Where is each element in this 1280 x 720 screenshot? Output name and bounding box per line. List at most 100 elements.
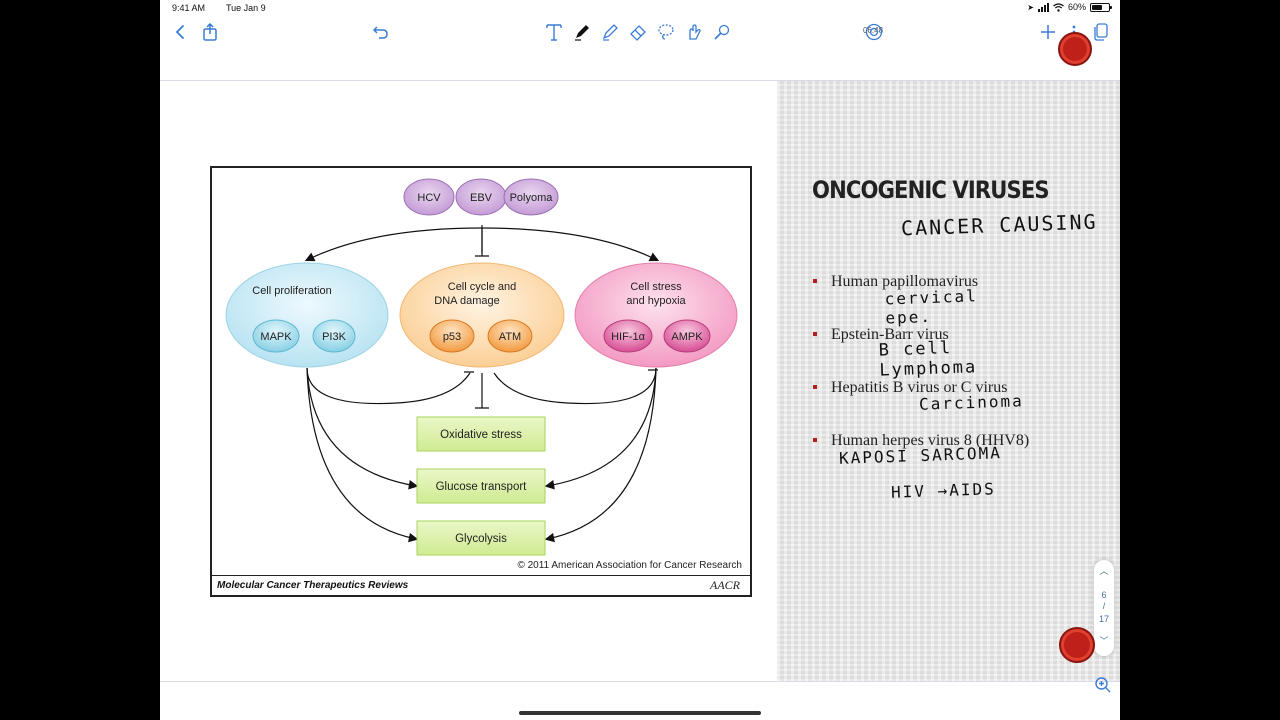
- page-separator: /: [1102, 601, 1106, 611]
- group-2-marker-1: AMPK: [671, 331, 703, 343]
- home-indicator[interactable]: [519, 711, 761, 715]
- handwritten-note: Carcinoma: [918, 391, 1025, 414]
- group-2-label-line-1: and hypoxia: [626, 295, 686, 307]
- status-bar: 9:41 AM Tue Jan 9 ➤ 60%: [160, 0, 1120, 16]
- prolif-to-glycolysis: [306, 367, 419, 543]
- group-cell-proliferation: [225, 262, 389, 368]
- inhibit-bars-upper: [464, 369, 658, 373]
- status-indicators: ➤ 60%: [1027, 2, 1112, 12]
- stress-to-glucose: [544, 367, 657, 490]
- group-0-marker-0: MAPK: [260, 331, 292, 343]
- list-item-text: Hepatitis B virus or C virus: [831, 379, 1008, 396]
- group-2-label-line-0: Cell stress: [630, 281, 682, 293]
- undo-icon[interactable]: [369, 20, 393, 44]
- toolbar: 06:48: [160, 14, 1120, 50]
- pathway-figure: HCV EBV Polyoma Cell proliferation MAPK …: [210, 166, 752, 597]
- process-label-2: Glycolysis: [455, 533, 507, 545]
- marker-mapk: [252, 319, 300, 353]
- stress-to-glycolysis: [544, 367, 657, 543]
- list-item-text: Human papillomavirus: [831, 273, 979, 290]
- process-glucose-transport: [416, 468, 546, 504]
- stress-to-cellcycle: [493, 367, 657, 405]
- prolif-to-glucose: [306, 367, 419, 490]
- text-tool-icon[interactable]: [542, 20, 566, 44]
- list-item: Human papillomavirus cervical epe.: [813, 273, 1029, 328]
- chevron-up-icon[interactable]: ︿: [1099, 566, 1109, 576]
- group-0-label-line-0: Cell proliferation: [252, 285, 331, 297]
- record-button-floating[interactable]: [1059, 627, 1095, 663]
- journal-name: Molecular Cancer Therapeutics Reviews: [217, 580, 409, 591]
- virus-label-1: EBV: [470, 192, 493, 204]
- total-pages: 17: [1098, 614, 1109, 624]
- record-button[interactable]: [1058, 32, 1092, 66]
- page-top-divider: [160, 80, 1120, 81]
- status-date: Tue Jan 9: [226, 3, 266, 13]
- process-boxes: Oxidative stress Glucose transport Glyco…: [416, 416, 546, 556]
- pathway-groups: Cell proliferation MAPK PI3K Cell cycle …: [225, 262, 738, 368]
- pages-icon[interactable]: [1089, 20, 1113, 44]
- inhibit-oxidative: [475, 373, 489, 409]
- group-1-marker-1: ATM: [499, 331, 521, 343]
- list-item: Human herpes virus 8 (HHV8) KAPOSI SARCO…: [813, 432, 1029, 485]
- figure-footer: Molecular Cancer Therapeutics Reviews AA…: [212, 575, 750, 595]
- prolif-to-cellcycle: [306, 367, 471, 405]
- chevron-down-icon[interactable]: ﹀: [1099, 636, 1109, 646]
- recording-clock: 06:48: [863, 26, 884, 35]
- virus-node-hcv: [403, 178, 455, 216]
- location-icon: ➤: [1027, 2, 1034, 12]
- share-icon[interactable]: [198, 20, 222, 44]
- group-cell-stress: [574, 262, 738, 368]
- view-mode-icon[interactable]: [862, 20, 886, 44]
- handwritten-subtitle: CANCER CAUSING: [900, 209, 1098, 241]
- virus-label-0: HCV: [417, 192, 441, 204]
- group-cell-cycle: [399, 262, 565, 368]
- marker-hif1a: [603, 319, 653, 353]
- wifi-icon: [1053, 2, 1064, 12]
- battery-percent: 60%: [1067, 2, 1086, 12]
- process-glycolysis: [416, 520, 546, 556]
- slide-panel: ONCOGENIC VIRUSES CANCER CAUSING Human p…: [777, 81, 1120, 681]
- arrow-to-proliferation: [304, 227, 483, 262]
- virus-nodes: HCV EBV Polyoma: [403, 178, 559, 216]
- page-bottom-divider: [160, 681, 1120, 682]
- pen-icon[interactable]: [570, 20, 594, 44]
- laser-icon[interactable]: [710, 20, 734, 44]
- marker-ampk: [663, 319, 711, 353]
- marker-p53: [429, 319, 475, 353]
- handwritten-note: B cell Lymphoma: [878, 338, 978, 381]
- process-oxidative-stress: [416, 416, 546, 452]
- lasso-icon[interactable]: [654, 20, 678, 44]
- page-navigator[interactable]: ︿ 6 / 17 ﹀: [1094, 560, 1114, 656]
- process-label-1: Glucose transport: [436, 481, 528, 493]
- add-icon[interactable]: [1036, 20, 1060, 44]
- list-item: Hepatitis B virus or C virus Carcinoma: [813, 379, 1029, 432]
- cellular-signal-icon: [1037, 2, 1049, 12]
- group-2-marker-0: HIF-1α: [611, 331, 646, 343]
- group-1-label-line-0: Cell cycle and: [448, 281, 516, 293]
- current-page: 6: [1101, 590, 1107, 600]
- status-time: 9:41 AM: [172, 3, 206, 13]
- figure-copyright: © 2011 American Association for Cancer R…: [517, 560, 742, 571]
- list-item-text: Epstein-Barr virus: [831, 326, 949, 343]
- pathway-connectors: [304, 225, 660, 543]
- marker-atm: [487, 319, 533, 353]
- hand-draw-icon[interactable]: [682, 20, 706, 44]
- aacr-logo: AACR: [710, 578, 740, 592]
- group-0-marker-1: PI3K: [322, 331, 347, 343]
- back-icon[interactable]: [168, 20, 192, 44]
- pathway-diagram: HCV EBV Polyoma Cell proliferation MAPK …: [225, 178, 738, 556]
- group-1-marker-0: p53: [443, 331, 461, 343]
- eraser-icon[interactable]: [626, 20, 650, 44]
- inhibit-cell-cycle: [475, 228, 489, 257]
- battery-icon: [1090, 2, 1112, 12]
- slide-title: ONCOGENIC VIRUSES: [812, 176, 1050, 204]
- virus-node-polyoma: [503, 178, 559, 216]
- group-1-label-line-1: DNA damage: [434, 295, 499, 307]
- list-item-text: Human herpes virus 8 (HHV8): [831, 432, 1030, 449]
- notability-screen: 9:41 AM Tue Jan 9 ➤ 60%: [160, 0, 1120, 720]
- highlighter-icon[interactable]: [598, 20, 622, 44]
- zoom-icon[interactable]: [1094, 676, 1114, 696]
- arrow-to-stress: [481, 227, 660, 262]
- marker-pi3k: [312, 319, 356, 353]
- list-item: Epstein-Barr virus B cell Lymphoma: [813, 326, 1029, 381]
